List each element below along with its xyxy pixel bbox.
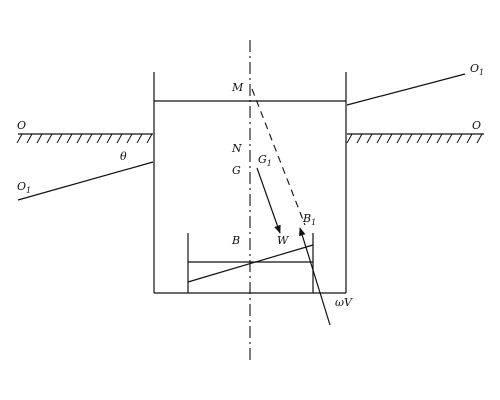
waterline-left <box>16 133 153 144</box>
label-w: W <box>277 234 290 247</box>
inclined-waterline-right <box>346 73 466 106</box>
label-o1-right: O1 <box>470 62 484 77</box>
waterline-right <box>346 133 484 144</box>
label-n: N <box>231 142 242 155</box>
weight-vector <box>256 167 281 234</box>
metacentric-line <box>251 88 306 226</box>
label-omega-v: ωV <box>335 296 353 309</box>
label-g1: G1 <box>258 153 272 168</box>
label-o-left: O <box>17 119 26 132</box>
label-o-right: O <box>472 119 481 132</box>
label-m: M <box>231 81 244 94</box>
buoyancy-vector <box>299 227 331 326</box>
label-theta: θ <box>120 150 127 163</box>
label-g: G <box>232 164 241 177</box>
label-o1-left: O1 <box>17 180 31 195</box>
label-b: B <box>231 234 240 247</box>
label-b1: B1 <box>302 212 316 227</box>
inclined-waterline-left <box>17 161 154 201</box>
